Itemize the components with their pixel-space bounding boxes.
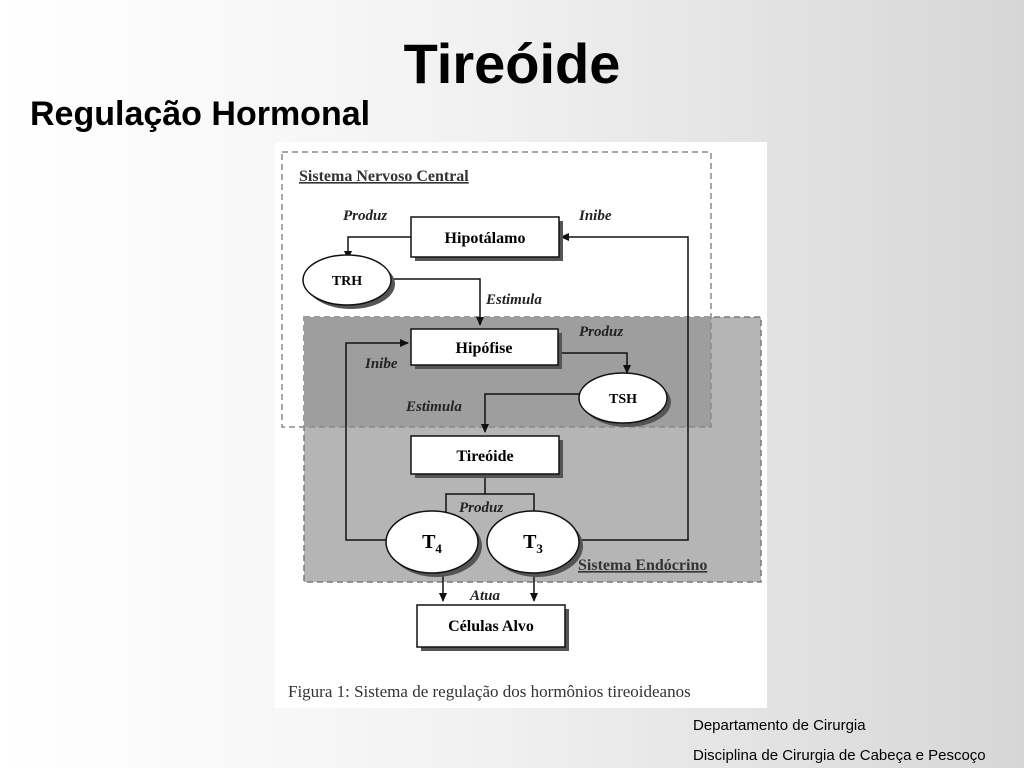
region-label-snc: Sistema Nervoso Central <box>299 168 469 185</box>
node-celulas-alvo: Células Alvo <box>416 604 569 651</box>
diagram-canvas: Sistema Nervoso Central Sistema Endócrin… <box>275 142 767 708</box>
edge-t4-inibe-hipofise <box>345 339 409 541</box>
node-trh: TRH <box>302 254 395 309</box>
node-label-hipotalamo: Hipotálamo <box>445 230 526 247</box>
slide-title: Tireóide <box>403 32 621 95</box>
edge-hipofise-tsh <box>562 352 631 374</box>
node-label-trh: TRH <box>332 274 362 289</box>
node-label-celulas-alvo: Células Alvo <box>448 618 534 635</box>
edge-tsh-tireoide <box>481 393 582 433</box>
node-tsh: TSH <box>578 372 671 427</box>
node-t4: T4 <box>385 510 482 577</box>
slide-subtitle: Regulação Hormonal <box>30 95 371 133</box>
edge-t3-inibe-hipotalamo <box>560 233 689 541</box>
edge-label-inibe-hipotalamo: Inibe <box>578 208 612 224</box>
edge-label-produz-hormonios: Produz <box>459 500 503 516</box>
region-sistema-nervoso-central <box>281 151 712 428</box>
edge-trh-hipofise <box>392 278 484 326</box>
figure-caption: Figura 1: Sistema de regulação dos hormô… <box>288 682 691 701</box>
edge-label-estimula-hipofise: Estimula <box>485 292 542 308</box>
node-hipofise: Hipófise <box>410 328 562 369</box>
node-label-tireoide: Tireóide <box>456 448 513 465</box>
node-label-hipofise: Hipófise <box>456 340 513 357</box>
region-label-endocrino: Sistema Endócrino <box>578 557 707 574</box>
node-hipotalamo: Hipotálamo <box>410 216 563 261</box>
footer-department: Departamento de Cirurgia <box>693 717 866 734</box>
footer-discipline: Disciplina de Cirurgia de Cabeça e Pesco… <box>693 747 986 764</box>
edge-label-estimula-tireoide: Estimula <box>405 399 462 415</box>
edge-label-inibe-hipofise: Inibe <box>364 356 398 372</box>
node-t3: T3 <box>486 510 583 577</box>
node-label-tsh: TSH <box>609 392 637 407</box>
node-tireoide: Tireóide <box>410 435 563 478</box>
edge-label-produz-trh: Produz <box>343 208 387 224</box>
edge-label-produz-tsh: Produz <box>579 324 623 340</box>
edge-label-atua: Atua <box>469 588 501 604</box>
edge-hipotalamo-trh <box>344 236 411 260</box>
node-label-t4: T4 <box>422 531 442 556</box>
node-label-t3: T3 <box>523 531 543 556</box>
diagram-figure: Sistema Nervoso Central Sistema Endócrin… <box>275 142 767 708</box>
edge-produz-bracket <box>445 493 535 514</box>
